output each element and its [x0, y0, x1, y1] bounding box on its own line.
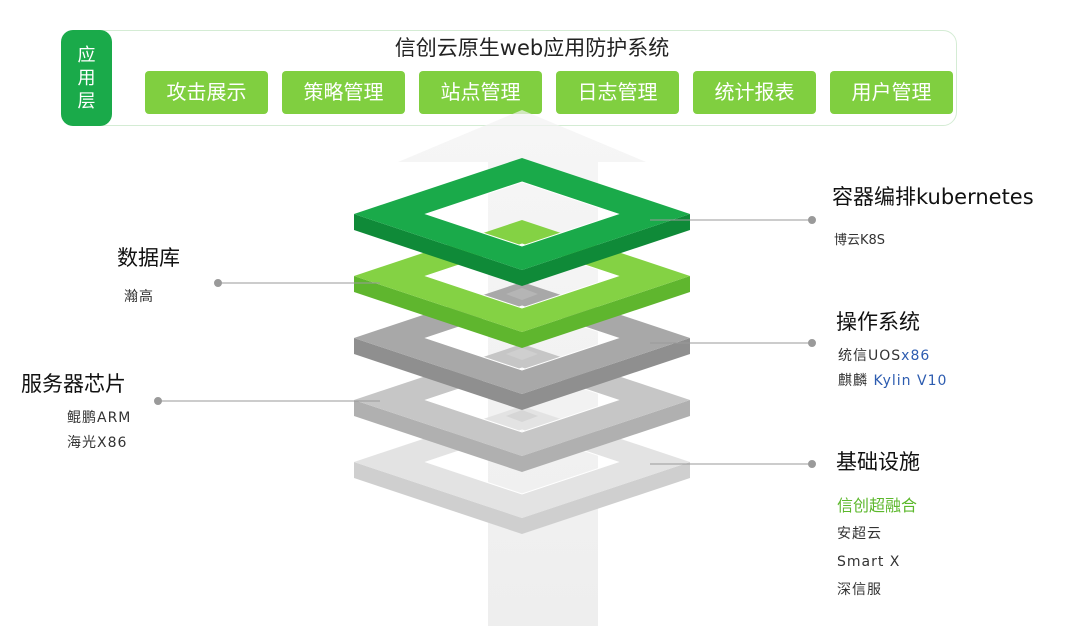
os-connector-dot — [808, 339, 816, 347]
database-title: 数据库 — [117, 246, 180, 270]
os-item-uos: 统信UOSx86 — [838, 348, 931, 364]
layer-ring-inner-edge — [424, 429, 620, 495]
layer-side — [354, 276, 690, 348]
os-title: 操作系统 — [836, 310, 920, 334]
layer-ring-inner-edge — [424, 367, 620, 433]
module-site-management[interactable]: 站点管理 — [419, 71, 542, 114]
module-log-management[interactable]: 日志管理 — [556, 71, 679, 114]
application-layer-tag: 应 用 层 — [61, 30, 112, 126]
tag-char: 应 — [77, 44, 96, 66]
tag-char: 层 — [77, 90, 96, 112]
module-statistics-report[interactable]: 统计报表 — [693, 71, 816, 114]
module-policy-management[interactable]: 策略管理 — [282, 71, 405, 114]
layer-center-cube — [506, 226, 538, 238]
infrastructure-items: 信创超融合 安超云 Smart X 深信服 — [837, 492, 917, 604]
module-attack-display[interactable]: 攻击展示 — [145, 71, 268, 114]
os-items: 统信UOSx86 麒麟 Kylin V10 — [838, 344, 947, 394]
layer-side — [354, 214, 690, 286]
infrastructure-item: 安超云 — [837, 526, 882, 542]
server-chip-items: 鲲鹏ARM 海光X86 — [67, 406, 131, 456]
kubernetes-item: 博云K8S — [834, 233, 886, 248]
layer-center-cube — [506, 348, 538, 360]
layer-ring-inner-edge — [424, 181, 620, 247]
kubernetes-connector-dot — [808, 216, 816, 224]
kubernetes-title: 容器编排kubernetes — [832, 185, 1034, 209]
infrastructure-item: 深信服 — [837, 582, 882, 598]
system-title: 信创云原生web应用防护系统 — [394, 36, 670, 60]
infrastructure-highlight: 信创超融合 — [837, 496, 918, 515]
chip-connector-dot — [154, 397, 162, 405]
layer-side — [354, 338, 690, 410]
database-items: 瀚高 — [124, 285, 154, 310]
database-item: 瀚高 — [124, 289, 154, 305]
layer-ring-inner-edge — [424, 243, 620, 309]
os-item-kylin: 麒麟 Kylin V10 — [838, 373, 948, 389]
layer-side — [354, 400, 690, 472]
server-chip-item: 海光X86 — [67, 435, 128, 451]
database-connector-dot — [214, 279, 222, 287]
layer-ring-inner-edge — [424, 305, 620, 371]
layer-side — [354, 462, 690, 534]
infra-connector-dot — [808, 460, 816, 468]
module-list: 攻击展示 策略管理 站点管理 日志管理 统计报表 用户管理 — [145, 71, 953, 114]
kubernetes-layer — [354, 158, 690, 286]
module-user-management[interactable]: 用户管理 — [830, 71, 953, 114]
layer-center-cube — [506, 288, 538, 300]
tag-char: 用 — [77, 67, 96, 89]
infrastructure-item: Smart X — [837, 554, 901, 570]
server-chip-item: 鲲鹏ARM — [67, 410, 132, 426]
application-layer-panel: 应 用 层 信创云原生web应用防护系统 攻击展示 策略管理 站点管理 日志管理… — [61, 30, 957, 126]
infrastructure-title: 基础设施 — [836, 450, 920, 474]
kubernetes-items: 博云K8S — [834, 228, 885, 253]
layer-center-cube — [506, 410, 538, 422]
layer-top-ring — [354, 158, 690, 270]
server-chip-title: 服务器芯片 — [21, 372, 126, 396]
